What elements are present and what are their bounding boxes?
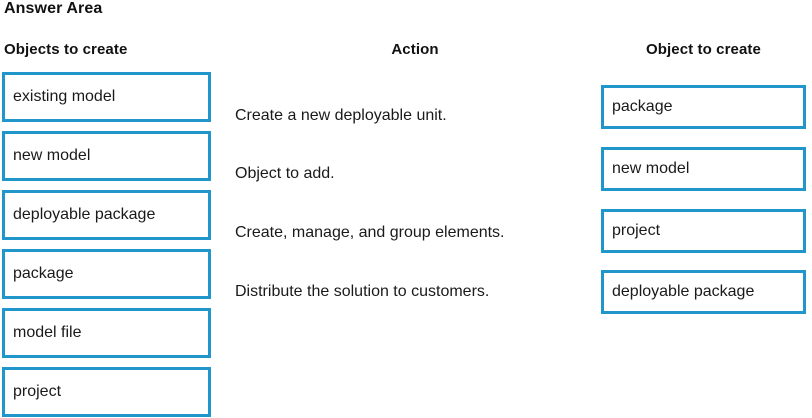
column-header-action: Action [391, 41, 439, 58]
source-option-box[interactable]: package [2, 249, 211, 299]
answer-drop-box[interactable]: new model [601, 147, 806, 191]
source-option-box[interactable]: new model [2, 131, 211, 181]
action-row-label: Object to add. [235, 165, 335, 182]
answer-drop-box[interactable]: deployable package [601, 270, 806, 314]
action-row-label: Create, manage, and group elements. [235, 224, 505, 241]
source-option-box[interactable]: existing model [2, 72, 211, 122]
source-option-box[interactable]: project [2, 367, 211, 417]
action-row-label: Create a new deployable unit. [235, 107, 447, 124]
answer-drop-box[interactable]: package [601, 85, 806, 129]
source-option-box[interactable]: deployable package [2, 190, 211, 240]
column-header-objects-to-create: Objects to create [4, 41, 128, 58]
action-row-label: Distribute the solution to customers. [235, 283, 490, 300]
answer-drop-box[interactable]: project [601, 209, 806, 253]
column-header-object-to-create: Object to create [646, 41, 761, 58]
page-title: Answer Area [4, 0, 103, 17]
source-option-box[interactable]: model file [2, 308, 211, 358]
